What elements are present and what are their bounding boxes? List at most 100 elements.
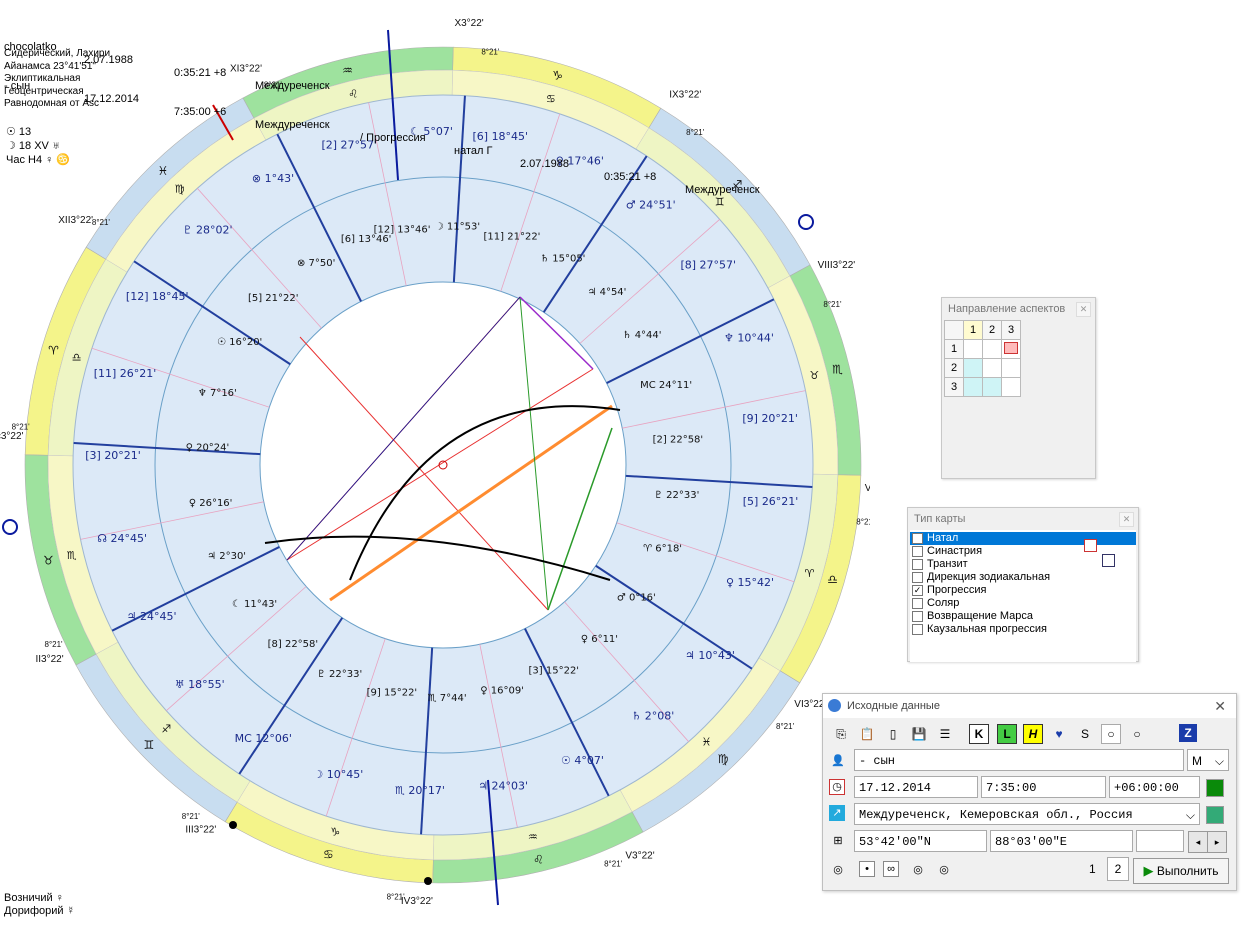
midpoint-line bbox=[622, 390, 806, 429]
chart-type-causal[interactable]: Каузальная прогрессия bbox=[910, 623, 1136, 636]
grid-cell[interactable] bbox=[963, 339, 983, 359]
person1-time: 0:35:21 +8 bbox=[174, 67, 227, 79]
close-icon[interactable]: ✕ bbox=[1119, 512, 1134, 527]
k-button[interactable]: K bbox=[969, 724, 989, 744]
grid-cell[interactable] bbox=[1001, 358, 1021, 378]
z-button[interactable]: Z bbox=[1179, 724, 1197, 742]
outer-planet: [3] 20°21' bbox=[85, 449, 141, 462]
copy-icon[interactable]: ⎘ bbox=[836, 727, 846, 741]
grid-row-2[interactable]: 2 bbox=[944, 358, 964, 378]
ruler-glyph: ♊ bbox=[715, 196, 725, 209]
save-icon[interactable]: 💾 bbox=[911, 727, 927, 741]
s-button[interactable]: S bbox=[1080, 727, 1089, 741]
chart-type-progression[interactable]: ✓Прогрессия bbox=[912, 584, 987, 596]
new-icon[interactable]: ▯ bbox=[889, 727, 897, 741]
astro-chart[interactable]: ♈♎♉♏♊♐♋♑♌♒♍♓♎♈♏♉♐♊♑♋♒♌♓♍Asc3°22'8°21'II3… bbox=[0, 0, 870, 925]
progression-label: / Прогрессия bbox=[360, 132, 426, 144]
midpoint-line bbox=[479, 644, 518, 828]
calendar-icon[interactable] bbox=[1084, 539, 1097, 552]
scroll-right-button[interactable]: ▸ bbox=[1207, 831, 1227, 853]
checkbox-checked[interactable]: ✓ bbox=[912, 585, 923, 596]
chart-type-natal[interactable]: Натал bbox=[910, 532, 1136, 545]
date-field[interactable]: 17.12.2014 bbox=[854, 776, 978, 798]
sign-glyph: ♉ bbox=[43, 553, 54, 567]
grid-cell[interactable] bbox=[963, 358, 983, 378]
checkbox[interactable] bbox=[912, 624, 923, 635]
map-button[interactable] bbox=[1206, 806, 1224, 824]
sign-glyph: ♏ bbox=[832, 363, 843, 377]
grid-cell[interactable] bbox=[982, 377, 1002, 397]
run-button[interactable]: ▶ Выполнить bbox=[1133, 858, 1229, 884]
name-field[interactable]: - сын bbox=[854, 749, 1184, 771]
source-data-window: Исходные данные ✕ ⎘ 📋 ▯ 💾 ☰ K L H ♥ S ○ … bbox=[822, 693, 1237, 891]
page-2[interactable]: 2 bbox=[1107, 857, 1129, 881]
single-chart-icon[interactable]: • bbox=[859, 861, 875, 877]
latitude-field[interactable]: 53°42'00"N bbox=[854, 830, 987, 852]
wheel-icon[interactable]: ◎ bbox=[833, 864, 843, 876]
altitude-field[interactable] bbox=[1136, 830, 1184, 852]
checkbox[interactable] bbox=[912, 533, 923, 544]
grid-row-3[interactable]: 3 bbox=[944, 377, 964, 397]
house-small-degree: 8°21' bbox=[481, 48, 500, 57]
coord-type: Эклиптикальная bbox=[4, 73, 81, 84]
close-icon[interactable]: ✕ bbox=[1076, 302, 1091, 317]
gender-select[interactable]: М⌵ bbox=[1187, 749, 1229, 771]
house-small-degree: 8°21' bbox=[264, 81, 283, 90]
time-field[interactable]: 7:35:00 bbox=[981, 776, 1106, 798]
longitude-field[interactable]: 88°03'00"E bbox=[990, 830, 1133, 852]
double-chart-icon[interactable]: ∞ bbox=[883, 861, 899, 877]
chart-type-direction[interactable]: Дирекция зодиакальная bbox=[910, 571, 1136, 584]
place-select[interactable]: Междуреченск, Кемеровская обл., Россия⌵ bbox=[854, 803, 1200, 825]
hour-line: Час H4 ♀ ♋ bbox=[6, 154, 71, 166]
inner-planet: ♀ 16°09' bbox=[480, 685, 524, 696]
grid-corner bbox=[944, 320, 964, 340]
checkbox[interactable] bbox=[912, 572, 923, 583]
grid-cell[interactable] bbox=[1001, 339, 1021, 359]
grid-cell[interactable] bbox=[982, 339, 1002, 359]
grid-cell[interactable] bbox=[963, 377, 983, 397]
scroll-left-button[interactable]: ◂ bbox=[1188, 831, 1208, 853]
checkbox[interactable] bbox=[912, 546, 923, 557]
outer-planet: ♀ 17°46' bbox=[556, 155, 604, 168]
checkbox[interactable] bbox=[912, 559, 923, 570]
h-button[interactable]: H bbox=[1023, 724, 1043, 744]
timezone-button[interactable] bbox=[1206, 779, 1224, 797]
chart-type-mars-return[interactable]: Возвращение Марса bbox=[910, 610, 1136, 623]
circle-small-icon[interactable]: ○ bbox=[1101, 724, 1121, 744]
grid-col-3[interactable]: 3 bbox=[1001, 320, 1021, 340]
inner-planet: [2] 22°58' bbox=[653, 434, 704, 445]
grid-col-1[interactable]: 1 bbox=[963, 320, 983, 340]
ring2-icon[interactable]: ◎ bbox=[939, 864, 949, 876]
outer-planet: ♆ 10°44' bbox=[724, 331, 774, 344]
grid-cell[interactable] bbox=[1001, 377, 1021, 397]
chart-type-solar[interactable]: Соляр bbox=[910, 597, 1136, 610]
l-button[interactable]: L bbox=[997, 724, 1017, 744]
outer-planet: [11] 26°21' bbox=[94, 367, 157, 380]
outer-planet: ♃ 24°03' bbox=[478, 779, 528, 792]
grid-row-1[interactable]: 1 bbox=[944, 339, 964, 359]
outer-planet: ♇ 28°02' bbox=[183, 224, 233, 237]
chart-type-synastry[interactable]: Синастрия bbox=[910, 545, 1136, 558]
natal-place: Междуреченск bbox=[685, 184, 760, 196]
timezone-field[interactable]: +06:00:00 bbox=[1109, 776, 1200, 798]
ruler-glyph: ♏ bbox=[67, 549, 77, 562]
bookmark-icon[interactable]: ♥ bbox=[1055, 727, 1063, 741]
ring-icon[interactable]: ◎ bbox=[913, 864, 923, 876]
outer-planet: [6] 18°45' bbox=[472, 130, 528, 143]
close-icon[interactable]: ✕ bbox=[1214, 698, 1226, 714]
house-system: Равнодомная от Asc bbox=[4, 98, 99, 109]
person2-time: 7:35:00 +6 bbox=[174, 106, 227, 118]
circle-icon[interactable]: ○ bbox=[1133, 727, 1141, 741]
grid-cell[interactable] bbox=[982, 358, 1002, 378]
midpoint-line bbox=[368, 102, 407, 286]
grid-col-2[interactable]: 2 bbox=[982, 320, 1002, 340]
house-small-degree: 8°21' bbox=[856, 517, 870, 526]
list-icon[interactable]: ☰ bbox=[939, 727, 951, 741]
checkbox[interactable] bbox=[912, 611, 923, 622]
chart-type-transit[interactable]: Транзит bbox=[910, 558, 1136, 571]
house-cusp-line bbox=[133, 260, 291, 366]
paste-icon[interactable]: 📋 bbox=[859, 727, 875, 741]
checkbox[interactable] bbox=[912, 598, 923, 609]
page-1[interactable]: 1 bbox=[1089, 862, 1096, 876]
calendar-icon[interactable] bbox=[1102, 554, 1115, 567]
